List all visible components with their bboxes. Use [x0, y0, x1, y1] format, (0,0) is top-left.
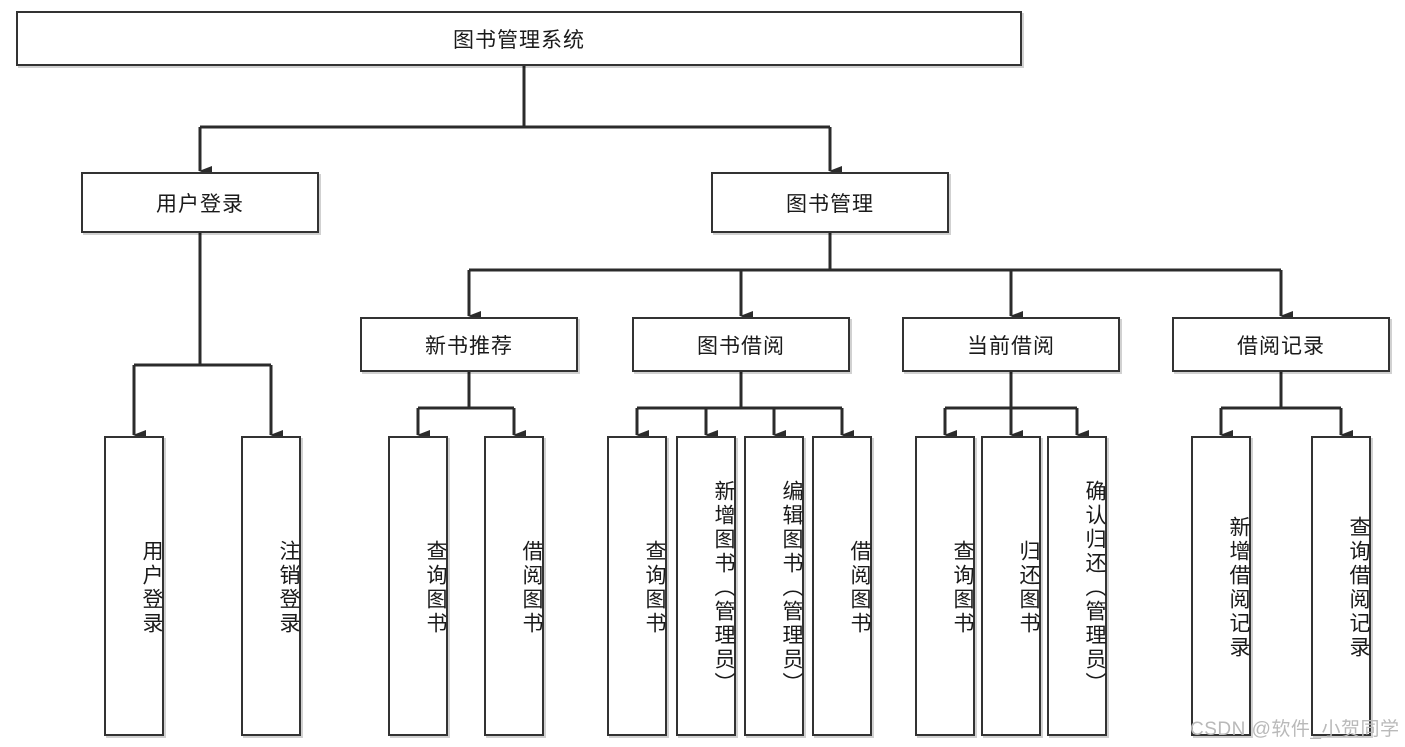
- node-level2-borrow-record[interactable]: 借阅记录: [1172, 317, 1390, 372]
- node-leaf-edit-book-admin[interactable]: 编辑图书（管理员）: [744, 436, 804, 736]
- node-leaf-label: 查询图书: [424, 540, 447, 636]
- node-leaf-label: 用户登录: [140, 540, 163, 636]
- node-level1-book-management-label: 图书管理: [786, 192, 874, 216]
- node-leaf-label: 查询借阅记录: [1347, 516, 1370, 660]
- node-level1-book-management[interactable]: 图书管理: [711, 172, 949, 233]
- node-root-label: 图书管理系统: [453, 28, 585, 52]
- node-leaf-query-borrow-record[interactable]: 查询借阅记录: [1311, 436, 1371, 736]
- node-leaf-label: 新增图书（管理员）: [712, 480, 735, 696]
- node-leaf-user-login[interactable]: 用户登录: [104, 436, 164, 736]
- node-level2-current-borrow[interactable]: 当前借阅: [902, 317, 1120, 372]
- node-leaf-borrow-book[interactable]: 借阅图书: [812, 436, 872, 736]
- node-leaf-label: 确认归还（管理员）: [1083, 480, 1106, 696]
- node-leaf-add-borrow-record[interactable]: 新增借阅记录: [1191, 436, 1251, 736]
- node-leaf-confirm-return-admin[interactable]: 确认归还（管理员）: [1047, 436, 1107, 736]
- node-root[interactable]: 图书管理系统: [16, 11, 1022, 66]
- node-leaf-label: 查询图书: [643, 540, 666, 636]
- node-level1-user-login[interactable]: 用户登录: [81, 172, 319, 233]
- node-leaf-query-book-borrow[interactable]: 查询图书: [607, 436, 667, 736]
- csdn-watermark: CSDN @软件_小贺同学: [1190, 719, 1400, 740]
- node-level2-new-book-recommend-label: 新书推荐: [425, 334, 513, 358]
- node-leaf-label: 编辑图书（管理员）: [780, 480, 803, 696]
- node-level1-user-login-label: 用户登录: [156, 192, 244, 216]
- node-level2-new-book-recommend[interactable]: 新书推荐: [360, 317, 578, 372]
- node-leaf-label: 归还图书: [1017, 540, 1040, 636]
- node-leaf-query-book-current[interactable]: 查询图书: [915, 436, 975, 736]
- node-leaf-query-book-recommend[interactable]: 查询图书: [388, 436, 448, 736]
- node-leaf-label: 查询图书: [951, 540, 974, 636]
- node-leaf-borrow-book-recommend[interactable]: 借阅图书: [484, 436, 544, 736]
- node-leaf-return-book[interactable]: 归还图书: [981, 436, 1041, 736]
- node-leaf-label: 注销登录: [277, 540, 300, 636]
- node-leaf-label: 借阅图书: [848, 540, 871, 636]
- node-leaf-label: 借阅图书: [520, 540, 543, 636]
- node-level2-borrow-record-label: 借阅记录: [1237, 334, 1325, 358]
- node-leaf-logout[interactable]: 注销登录: [241, 436, 301, 736]
- node-level2-book-borrow[interactable]: 图书借阅: [632, 317, 850, 372]
- node-level2-current-borrow-label: 当前借阅: [967, 334, 1055, 358]
- node-leaf-add-book-admin[interactable]: 新增图书（管理员）: [676, 436, 736, 736]
- node-level2-book-borrow-label: 图书借阅: [697, 334, 785, 358]
- node-leaf-label: 新增借阅记录: [1227, 516, 1250, 660]
